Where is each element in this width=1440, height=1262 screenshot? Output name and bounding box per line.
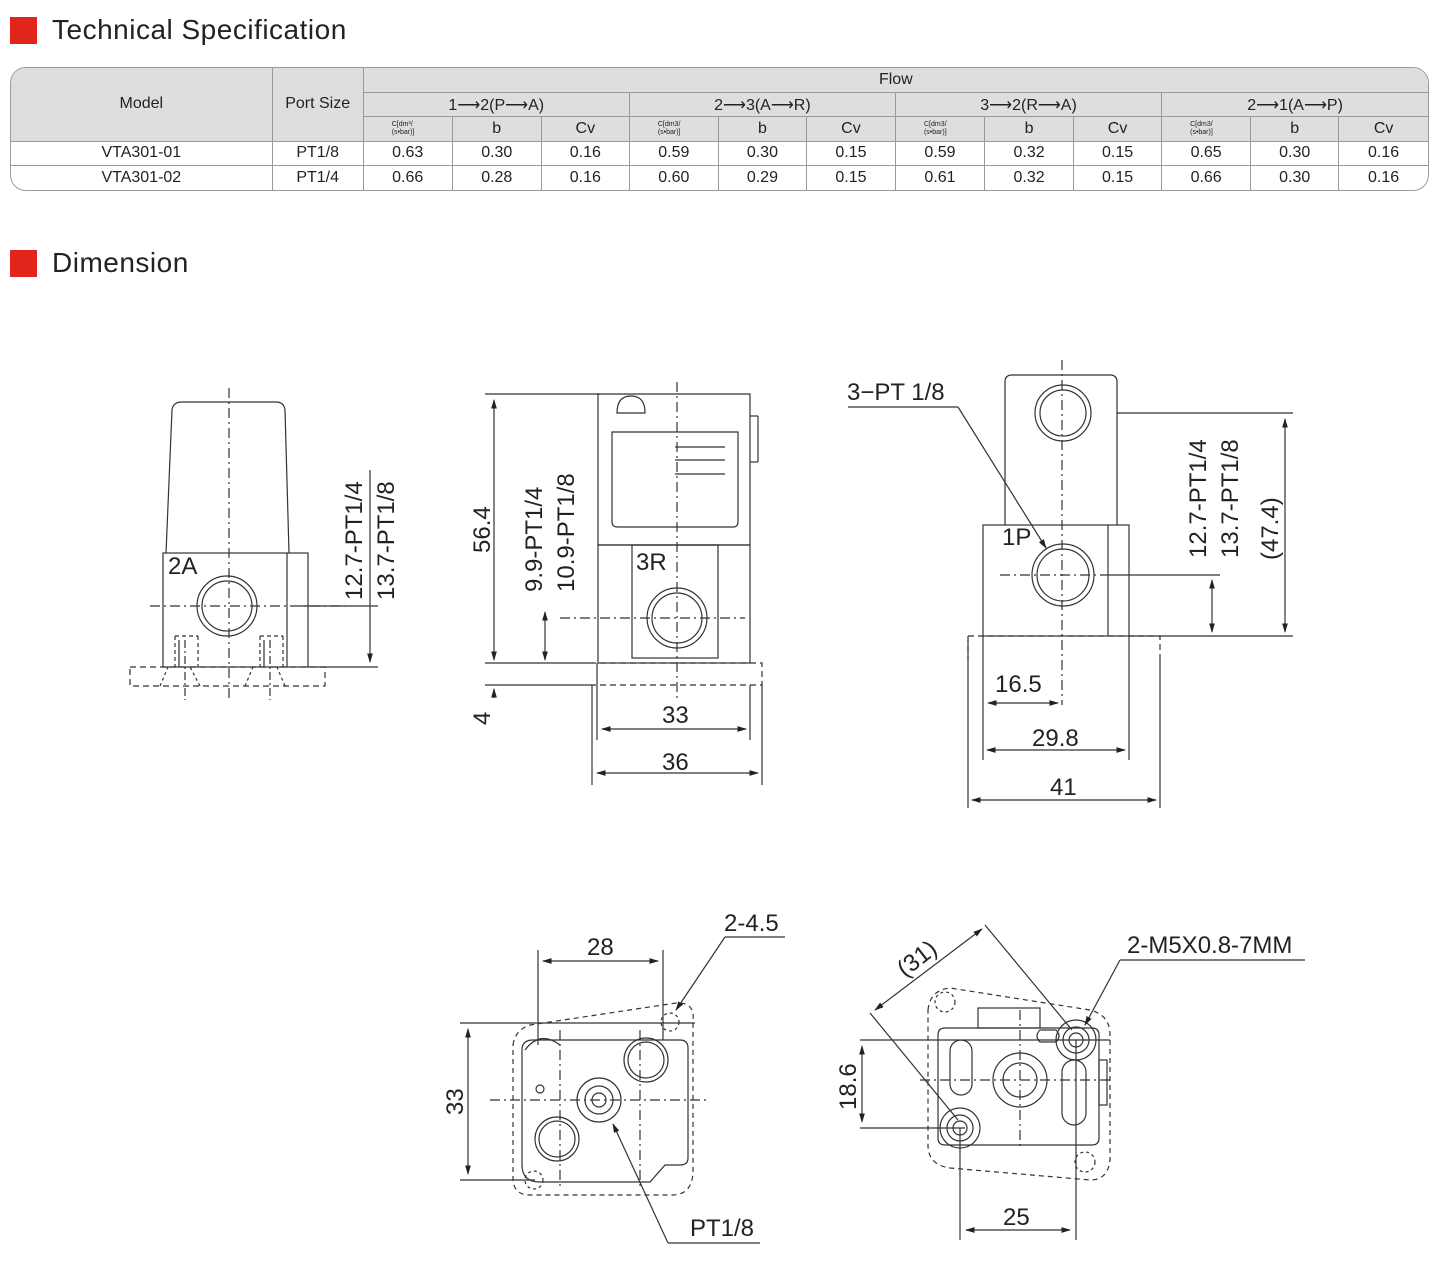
v1-port-label: 2A [168, 553, 197, 580]
v3-w1: 16.5 [995, 671, 1042, 698]
value-cell: 0.16 [1338, 165, 1428, 190]
v1-dim-b: 13.7-PT1/8 [373, 481, 400, 600]
side-view-1p [848, 360, 1293, 808]
front-view-3r [485, 382, 763, 785]
bottom-view-left [460, 936, 785, 1244]
red-square-icon [10, 249, 37, 277]
v3-port-label: 1P [1002, 524, 1031, 551]
value-cell: 0.32 [984, 165, 1075, 190]
value-cell: 0.15 [805, 140, 896, 167]
sub-header-c: C[dm3/(s•bar)] [628, 116, 719, 142]
value-cell: 0.65 [1161, 140, 1252, 167]
sub-header-cv: Cv [1073, 116, 1163, 142]
value-cell: 0.15 [1073, 165, 1163, 190]
value-cell: 0.59 [894, 140, 986, 167]
value-cell: 0.16 [540, 140, 630, 167]
v2-w-inner: 33 [662, 702, 689, 729]
value-cell: 0.61 [894, 165, 986, 190]
spec-table: Model Port Size Flow 1⟶2(P⟶A) 2⟶3(A⟶R) 3… [10, 67, 1429, 191]
value-cell: 0.30 [1250, 140, 1340, 167]
v3-dim-b: 13.7-PT1/8 [1217, 439, 1244, 558]
bottom-view-right [859, 924, 1305, 1240]
sub-header-b: b [1250, 116, 1340, 142]
value-cell: 0.30 [1250, 165, 1340, 190]
v2-w-outer: 36 [662, 749, 689, 776]
value-cell: 0.28 [451, 165, 542, 190]
sub-header-cv: Cv [805, 116, 896, 142]
model-cell: VTA301-02 [11, 165, 273, 190]
v5-thread: 2-M5X0.8-7MM [1127, 932, 1292, 959]
v5-diag: (31) [892, 935, 942, 983]
value-cell: 0.16 [1338, 140, 1428, 167]
group-header: 2⟶3(A⟶R) [628, 91, 896, 118]
red-square-icon [10, 16, 37, 44]
value-cell: 0.15 [1073, 140, 1163, 167]
port-cell: PT1/4 [271, 165, 364, 190]
v2-dim-b: 10.9-PT1/8 [553, 473, 580, 592]
value-cell: 0.63 [362, 140, 453, 167]
v2-height: 56.4 [469, 506, 496, 553]
value-cell: 0.16 [540, 165, 630, 190]
v4-port: PT1/8 [690, 1215, 754, 1242]
v5-w: 25 [1003, 1204, 1030, 1231]
value-cell: 0.15 [805, 165, 896, 190]
v5-h: 18.6 [835, 1063, 862, 1110]
port-size-header: Port Size [271, 68, 364, 142]
table-row: VTA301-02 PT1/4 0.66 0.28 0.16 0.60 0.29… [11, 165, 1428, 190]
v3-w3: 41 [1050, 774, 1077, 801]
group-header: 3⟶2(R⟶A) [894, 91, 1163, 118]
group-header: 2⟶1(A⟶P) [1161, 91, 1428, 118]
table-row: VTA301-01 PT1/8 0.63 0.30 0.16 0.59 0.30… [11, 140, 1428, 167]
spec-section-title: Technical Specification [10, 14, 347, 45]
v2-dim-a: 9.9-PT1/4 [521, 487, 548, 592]
sub-header-b: b [717, 116, 807, 142]
v3-dim-c: (47.4) [1257, 497, 1284, 560]
flow-header: Flow [362, 68, 1428, 93]
v4-w: 28 [587, 934, 614, 961]
sub-header-cv: Cv [540, 116, 630, 142]
v2-port-label: 3R [636, 549, 667, 576]
v3-port-callout: 3−PT 1/8 [847, 379, 945, 406]
side-view-2a [129, 388, 378, 700]
group-header: 1⟶2(P⟶A) [363, 91, 630, 118]
v4-h: 33 [442, 1088, 469, 1115]
v2-base: 4 [469, 712, 496, 725]
v3-dim-a: 12.7-PT1/4 [1185, 439, 1212, 558]
v3-w2: 29.8 [1032, 725, 1079, 752]
v4-hole: 2-4.5 [724, 910, 779, 937]
model-cell: VTA301-01 [11, 140, 273, 167]
value-cell: 0.66 [362, 165, 453, 190]
value-cell: 0.29 [717, 165, 807, 190]
sub-header-b: b [451, 116, 542, 142]
dimension-section-title: Dimension [10, 247, 189, 278]
sub-header-cv: Cv [1338, 116, 1428, 142]
value-cell: 0.66 [1161, 165, 1252, 190]
v1-dim-a: 12.7-PT1/4 [341, 481, 368, 600]
